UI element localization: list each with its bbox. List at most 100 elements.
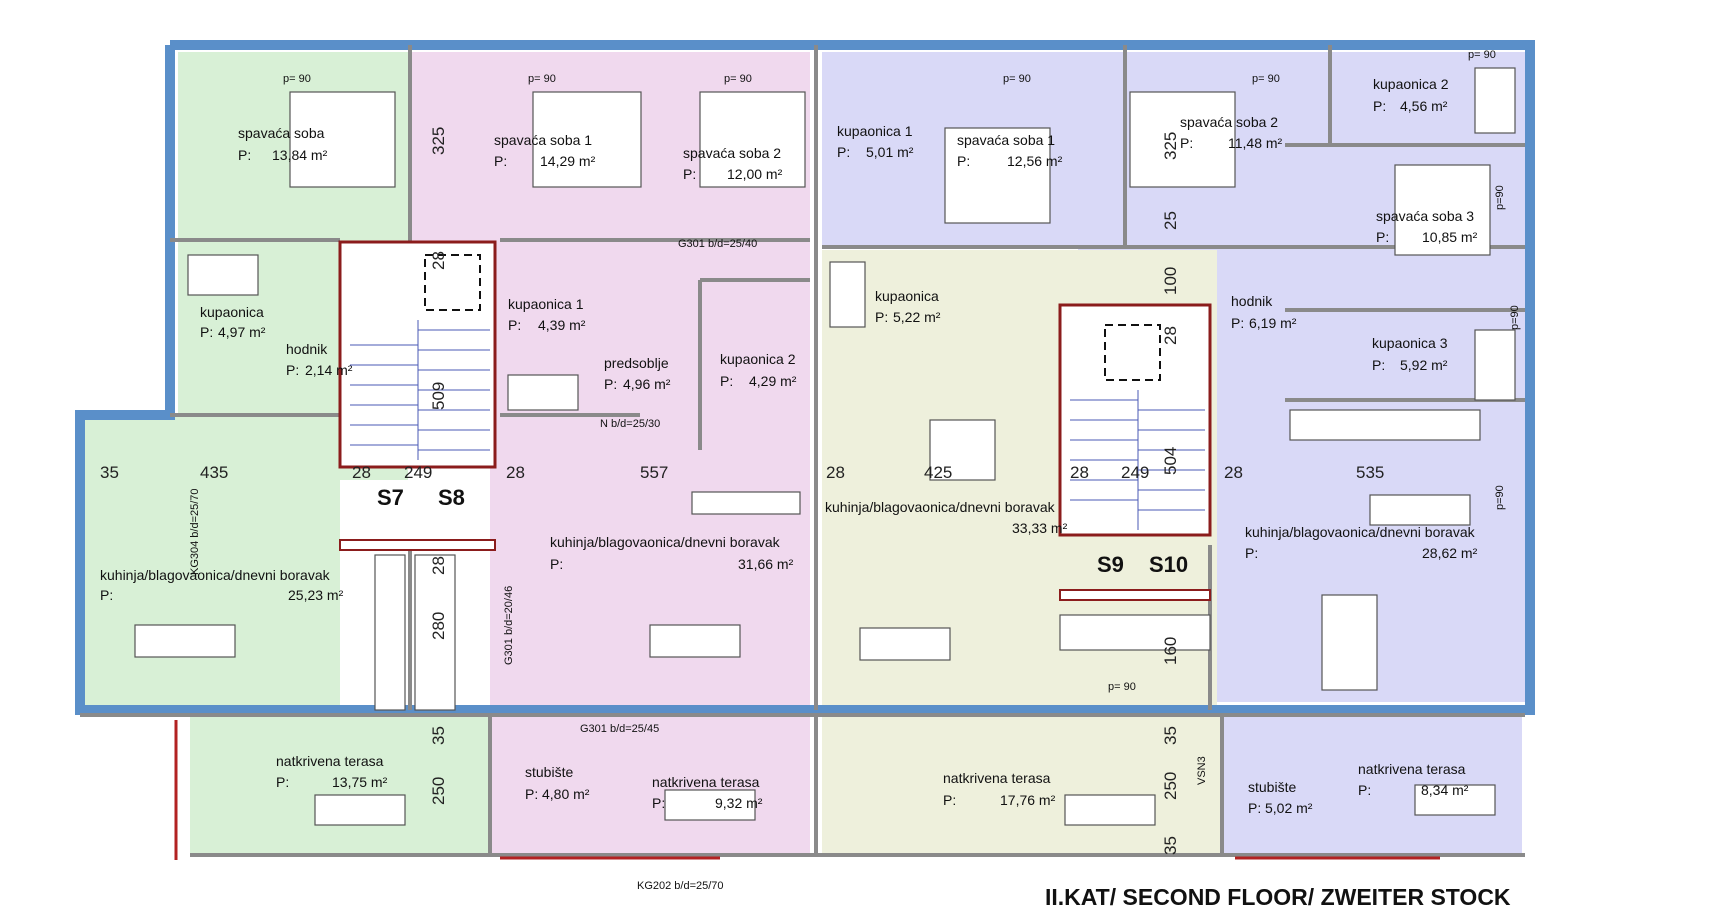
area-prefix: P:: [1373, 98, 1386, 114]
room-area: 9,32 m²: [715, 795, 763, 811]
area-prefix: P:: [1248, 800, 1261, 816]
bathtub-icon: [187, 254, 259, 296]
area-prefix: P:: [1358, 782, 1371, 798]
room-area: 13,75 m²: [332, 774, 388, 790]
area-prefix: P:: [957, 153, 970, 169]
dimension-label: 28: [826, 463, 845, 482]
kitchen-counter-icon: [1059, 614, 1211, 651]
kitchen-counter-icon: [374, 554, 406, 711]
dimension-label: 100: [1161, 267, 1180, 295]
bed-icon: [699, 91, 806, 188]
area-prefix: P:: [1180, 135, 1193, 151]
dimension-label: 250: [1161, 772, 1180, 800]
room-area: 4,80 m²: [542, 786, 590, 802]
beam-note: G301 b/d=25/40: [678, 238, 757, 250]
window-mark: p= 90: [724, 73, 752, 85]
room-name: kupaonica: [200, 304, 264, 320]
area-prefix: P:: [652, 795, 665, 811]
beam-note: G301 b/d=20/46: [503, 586, 515, 665]
area-prefix: P:: [286, 362, 299, 378]
window-mark: p=90: [1494, 185, 1506, 210]
room-area: 4,96 m²: [623, 376, 671, 392]
sofa-icon: [929, 419, 996, 481]
bathtub-icon: [507, 374, 579, 411]
room-name: kupaonica 2: [720, 351, 796, 367]
room-name: spavaća soba 1: [957, 132, 1055, 148]
dimension-label: 28: [429, 251, 448, 270]
room-name: hodnik: [286, 341, 328, 357]
dimension-label: 504: [1161, 447, 1180, 475]
room-area: 10,85 m²: [1422, 229, 1478, 245]
window-mark: p= 90: [1108, 681, 1136, 693]
window-mark: p= 90: [283, 73, 311, 85]
dimension-label: 35: [429, 726, 448, 745]
room-area: 6,19 m²: [1249, 315, 1297, 331]
room-area: 28,62 m²: [1422, 545, 1478, 561]
dimension-label: 535: [1356, 463, 1384, 482]
dining-table-icon: [314, 794, 406, 826]
beam-note: KG304 b/d=25/70: [189, 488, 201, 575]
area-prefix: P:: [238, 147, 251, 163]
unit-label-s9: S9: [1097, 552, 1124, 577]
area-prefix: P:: [276, 774, 289, 790]
area-prefix: P:: [837, 144, 850, 160]
beam-notes: G301 b/d=25/40 N b/d=25/30 KG304 b/d=25/…: [189, 238, 1208, 892]
room-area: 33,33 m²: [1012, 520, 1068, 536]
room-name: kupaonica 1: [837, 123, 913, 139]
room-name: spavaća soba: [238, 125, 325, 141]
area-prefix: P:: [1376, 229, 1389, 245]
room-area: 4,97 m²: [218, 324, 266, 340]
dimension-label: 28: [506, 463, 525, 482]
room-name: natkrivena terasa: [943, 770, 1051, 786]
area-prefix: P:: [1231, 315, 1244, 331]
room-area: 31,66 m²: [738, 556, 794, 572]
dimension-label: 325: [1161, 132, 1180, 160]
dimension-label: 435: [200, 463, 228, 482]
dimension-label: 35: [1161, 726, 1180, 745]
zone-yellow-terrace: [822, 715, 1222, 855]
room-name: kupaonica: [875, 288, 939, 304]
dimension-labels: 35 435 28 249 28 557 28 425 28 249 28 53…: [100, 127, 1384, 855]
room-area: 5,02 m²: [1265, 800, 1313, 816]
room-area: 4,39 m²: [538, 317, 586, 333]
dimension-label: 35: [1161, 836, 1180, 855]
window-mark: p= 90: [528, 73, 556, 85]
room-name: kuhinja/blagovaonica/dnevni boravak: [550, 534, 781, 550]
bed-icon: [532, 91, 642, 188]
dining-table-icon: [859, 627, 951, 661]
area-prefix: P:: [1372, 357, 1385, 373]
window-mark: p= 90: [1468, 49, 1496, 61]
unit-label-s8: S8: [438, 485, 465, 510]
dimension-label: 280: [429, 612, 448, 640]
room-area: 8,34 m²: [1421, 782, 1469, 798]
lift-shaft: [424, 254, 481, 311]
sofa-icon: [1321, 594, 1378, 691]
room-name: kupaonica 2: [1373, 76, 1449, 92]
unit-label-s7: S7: [377, 485, 404, 510]
dining-table-icon: [134, 624, 236, 658]
stair-core-right: [1058, 303, 1212, 601]
room-name: stubište: [525, 764, 573, 780]
room-area: 12,56 m²: [1007, 153, 1063, 169]
dimension-label: 425: [924, 463, 952, 482]
kitchen-counter-icon: [414, 554, 456, 711]
room-name: kuhinja/blagovaonica/dnevni boravak: [1245, 524, 1476, 540]
area-prefix: P:: [494, 153, 507, 169]
room-area: 2,14 m²: [305, 362, 353, 378]
area-prefix: P:: [1245, 545, 1258, 561]
zone-green-lower: [80, 415, 340, 715]
kitchen-counter-icon: [1289, 409, 1481, 441]
room-area: 4,56 m²: [1400, 98, 1448, 114]
bed-icon: [1129, 91, 1236, 188]
dining-table-icon: [1414, 784, 1496, 816]
room-area: 17,76 m²: [1000, 792, 1056, 808]
room-area: 5,92 m²: [1400, 357, 1448, 373]
dining-table-icon: [1064, 794, 1156, 826]
room-area: 13,84 m²: [272, 147, 328, 163]
window-mark: p=90: [1509, 305, 1521, 330]
dimension-label: 160: [1161, 637, 1180, 665]
room-name: kupaonica 3: [1372, 335, 1448, 351]
room-area: 11,48 m²: [1228, 135, 1283, 151]
area-prefix: P:: [683, 166, 696, 182]
